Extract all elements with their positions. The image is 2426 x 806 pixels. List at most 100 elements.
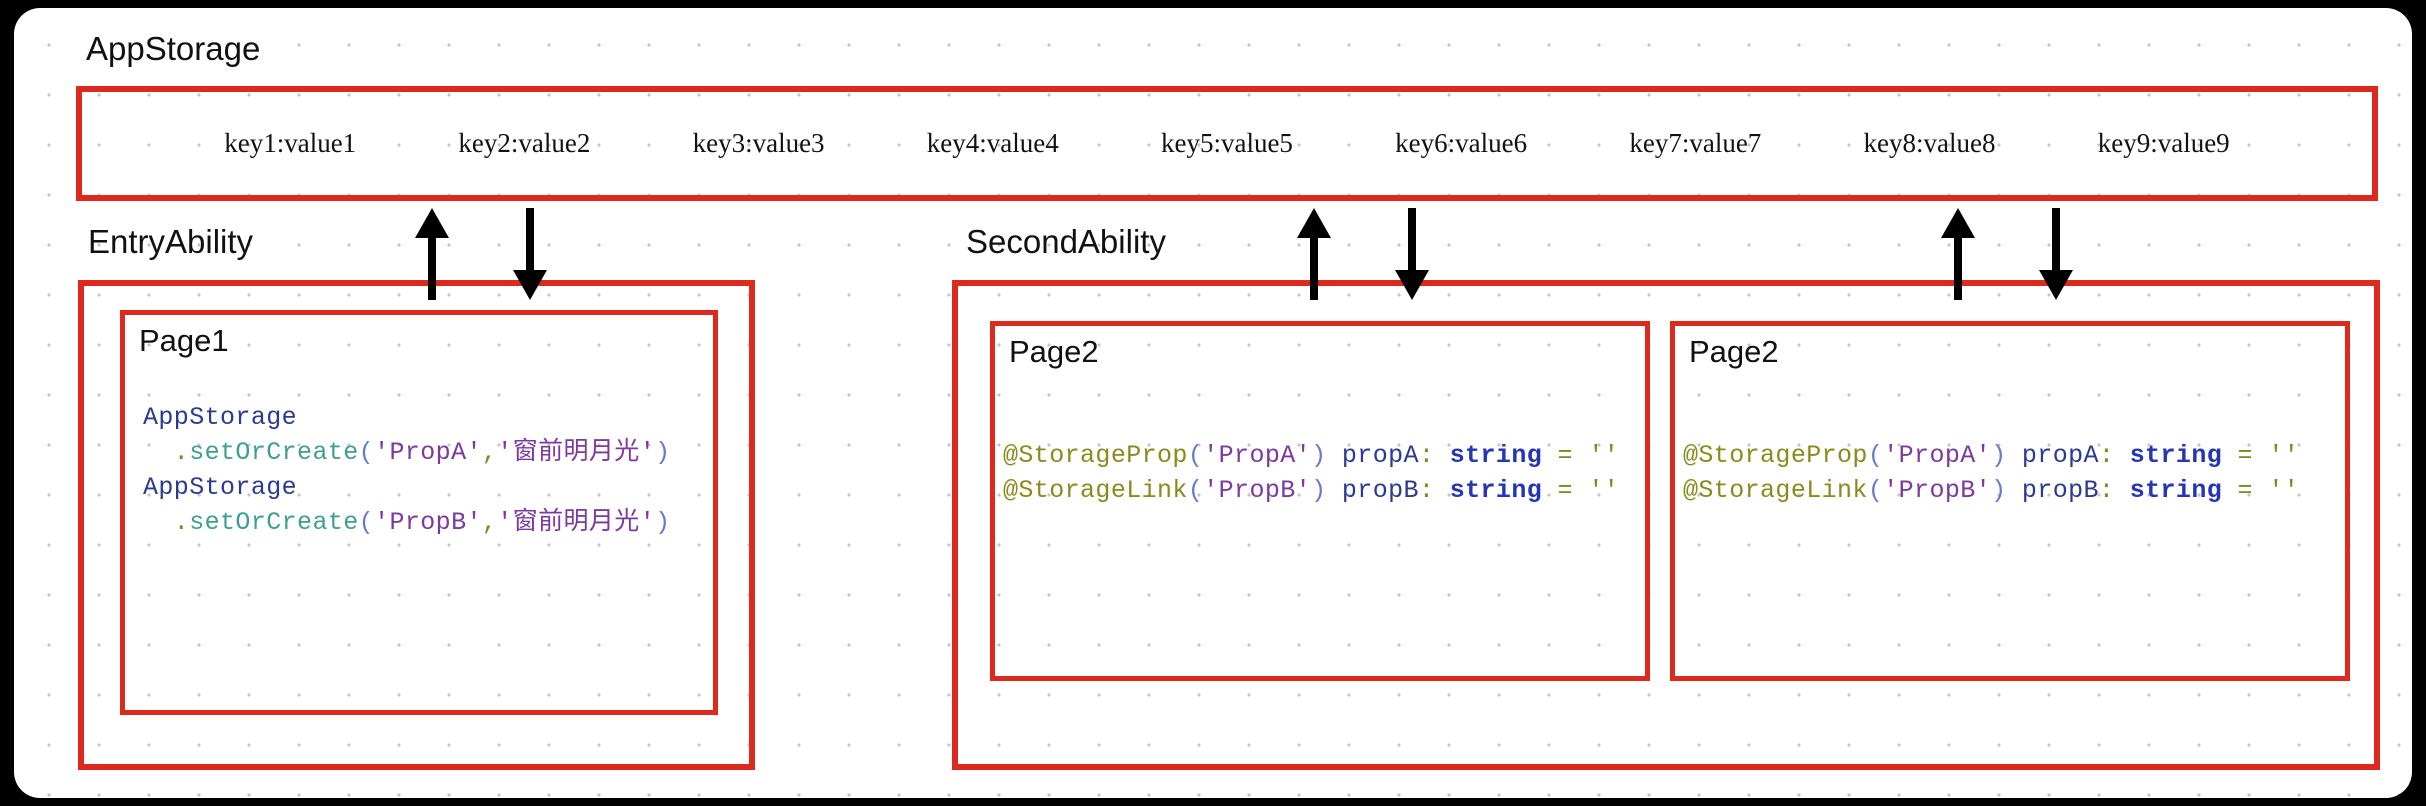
second-b-write-arrow [2038,208,2074,300]
code-token: 'PropB' [374,508,482,537]
appstorage-entry: key9:value9 [2097,128,2230,158]
code-token: = '' [2222,476,2300,505]
code-token: , [481,438,498,467]
arrow-shaft [428,234,436,300]
arrow-head-icon [1297,208,1331,238]
appstorage-entry: key5:value5 [1160,128,1293,158]
page2b-code: @StorageProp('PropA') propA: string = ''… [1683,438,2299,508]
appstorage-entry: key1:value1 [224,128,357,158]
code-token: 'PropA' [1203,441,1312,470]
second-ability-page2b-box: Page2 @StorageProp('PropA') propA: strin… [1670,321,2350,681]
code-token: AppStorage [143,473,298,502]
appstorage-entry: key7:value7 [1629,128,1762,158]
code-token: ( [1867,441,1884,470]
arrow-head-icon [513,270,547,300]
code-line: AppStorage [143,400,671,435]
arrow-head-icon [415,208,449,238]
code-token: propA [1326,441,1419,470]
arrow-shaft [526,208,534,274]
second-ability-title: SecondAbility [966,223,1166,260]
code-line: @StorageLink('PropB') propB: string = '' [1683,473,2299,508]
code-token: ( [1867,476,1884,505]
entry-ability-title: EntryAbility [88,223,254,260]
code-token: propA [2006,441,2099,470]
second-a-read-arrow [1296,208,1332,300]
code-token: propB [1326,476,1419,505]
second-ability-box [952,280,2380,770]
code-line: @StorageProp('PropA') propA: string = '' [1683,438,2299,473]
appstorage-title: AppStorage [86,30,261,67]
page2b-title: Page2 [1689,334,1779,369]
entry-read-arrow [414,208,450,300]
code-token: string [1449,441,1543,470]
page1-title: Page1 [139,323,229,358]
code-token: : [2098,476,2115,505]
entry-ability-box [78,280,755,770]
code-token: setOrCreate [189,438,359,467]
code-token: ( [358,508,375,537]
code-token: @StorageProp [1683,441,1868,470]
code-line: .setOrCreate('PropB','窗前明月光') [143,505,671,540]
appstorage-entry: key6:value6 [1395,128,1528,158]
second-a-write-arrow [1394,208,1430,300]
code-line: @StorageLink('PropB') propB: string = '' [1003,473,1619,508]
code-token: : [2098,441,2115,470]
code-line: AppStorage [143,470,671,505]
code-token: ( [358,438,375,467]
code-token: ) [1991,441,2007,470]
code-token: ) [1311,476,1327,505]
code-token: ) [655,508,671,537]
arrow-head-icon [1941,208,1975,238]
second-ability-page2a-box: Page2 @StorageProp('PropA') propA: strin… [990,321,1650,681]
code-token: ( [1187,476,1204,505]
code-token: AppStorage [143,403,298,432]
code-token: : [1418,441,1435,470]
code-token: = '' [1542,441,1620,470]
code-token: propB [2006,476,2099,505]
code-token [2114,441,2129,470]
code-line: .setOrCreate('PropA','窗前明月光') [143,435,671,470]
code-token: : [1418,476,1435,505]
code-token: @StorageLink [1683,476,1868,505]
appstorage-box: key1:value1 key2:value2 key3:value3 key4:va… [76,86,2378,201]
code-token: ) [655,438,671,467]
code-token: @StorageProp [1003,441,1188,470]
code-line: @StorageProp('PropA') propA: string = '' [1003,438,1619,473]
code-token: '窗前明月光' [497,438,656,467]
arrow-head-icon [1395,270,1429,300]
code-token [1434,476,1449,505]
arrow-shaft [1954,234,1962,300]
code-token: 'PropB' [1203,476,1312,505]
arrow-shaft [2052,208,2060,274]
code-token: '窗前明月光' [497,508,656,537]
arrow-head-icon [2039,270,2073,300]
appstorage-entry: key4:value4 [926,128,1059,158]
page2a-code: @StorageProp('PropA') propA: string = ''… [1003,438,1619,508]
code-token: ( [1187,441,1204,470]
code-token: 'PropA' [374,438,482,467]
arrow-shaft [1310,234,1318,300]
code-token: . [143,508,190,537]
arrow-shaft [1408,208,1416,274]
code-token: @StorageLink [1003,476,1188,505]
code-token: setOrCreate [189,508,359,537]
code-token: 'PropB' [1883,476,1992,505]
page1-code: AppStorage .setOrCreate('PropA','窗前明月光')… [143,400,671,540]
entry-ability-page1-box: Page1 AppStorage .setOrCreate('PropA','窗… [120,310,718,715]
code-token: = '' [1542,476,1620,505]
entry-write-arrow [512,208,548,300]
code-token [2114,476,2129,505]
code-token: 'PropA' [1883,441,1992,470]
diagram-canvas: AppStorage key1:value1 key2:value2 key3:va… [14,8,2412,798]
code-token: ) [1311,441,1327,470]
code-token: string [2129,476,2223,505]
code-token: string [2129,441,2223,470]
appstorage-entry: key3:value3 [692,128,825,158]
second-b-read-arrow [1940,208,1976,300]
code-token: . [143,438,190,467]
code-token [1434,441,1449,470]
code-token: string [1449,476,1543,505]
code-token: ) [1991,476,2007,505]
appstorage-entry: key2:value2 [458,128,591,158]
